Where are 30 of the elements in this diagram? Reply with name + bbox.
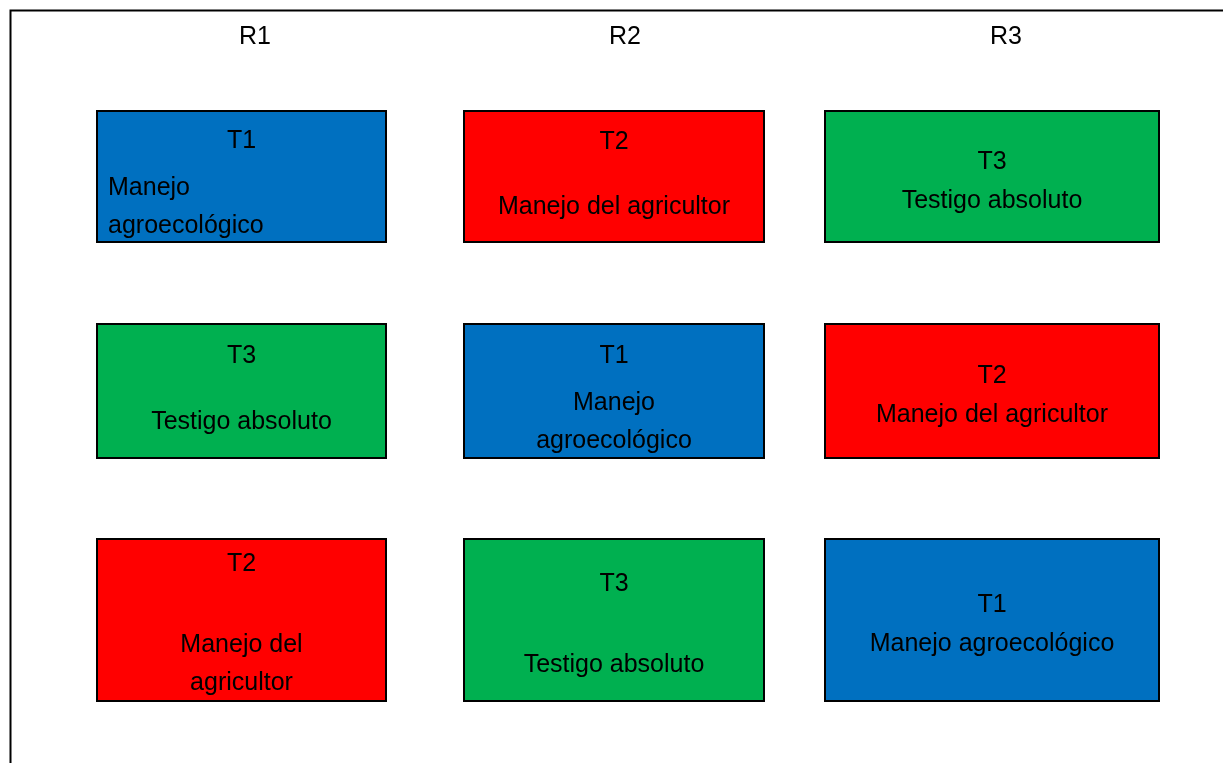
- treatment-box: [824, 538, 1160, 702]
- treatment-name: Testigo absoluto: [522, 648, 706, 679]
- treatment-code: T3: [976, 145, 1008, 176]
- treatment-code: T1: [598, 339, 630, 370]
- treatment-name: Manejo del agricultor: [874, 398, 1110, 429]
- treatment-code: T3: [225, 339, 258, 370]
- treatment-box: [824, 323, 1160, 459]
- column-header: R2: [608, 20, 642, 50]
- treatment-name: Manejo del agricultor: [496, 190, 732, 221]
- treatment-box: [463, 323, 765, 459]
- treatment-name: Manejo agroecológico: [868, 627, 1116, 658]
- column-header: R3: [989, 20, 1023, 50]
- treatment-name: Testigo absoluto: [150, 405, 333, 436]
- treatment-name: Testigo absoluto: [900, 184, 1084, 215]
- column-header: R1: [238, 20, 272, 50]
- treatment-code: T3: [598, 567, 630, 598]
- treatment-name: Manejo del agricultor: [179, 628, 304, 697]
- treatment-box: [824, 110, 1160, 243]
- treatment-code: T2: [225, 547, 258, 578]
- treatment-box: [96, 323, 387, 459]
- treatment-name: Manejo agroecológico: [535, 386, 693, 455]
- treatment-box: [463, 110, 765, 243]
- treatment-box: [463, 538, 765, 702]
- treatment-box: [96, 110, 387, 243]
- treatment-code: T2: [598, 125, 630, 156]
- treatment-name: Manejo agroecológico: [108, 171, 265, 240]
- treatment-code: T2: [976, 359, 1008, 390]
- treatment-box: [96, 538, 387, 702]
- treatment-code: T1: [225, 124, 258, 155]
- treatment-code: T1: [976, 588, 1008, 619]
